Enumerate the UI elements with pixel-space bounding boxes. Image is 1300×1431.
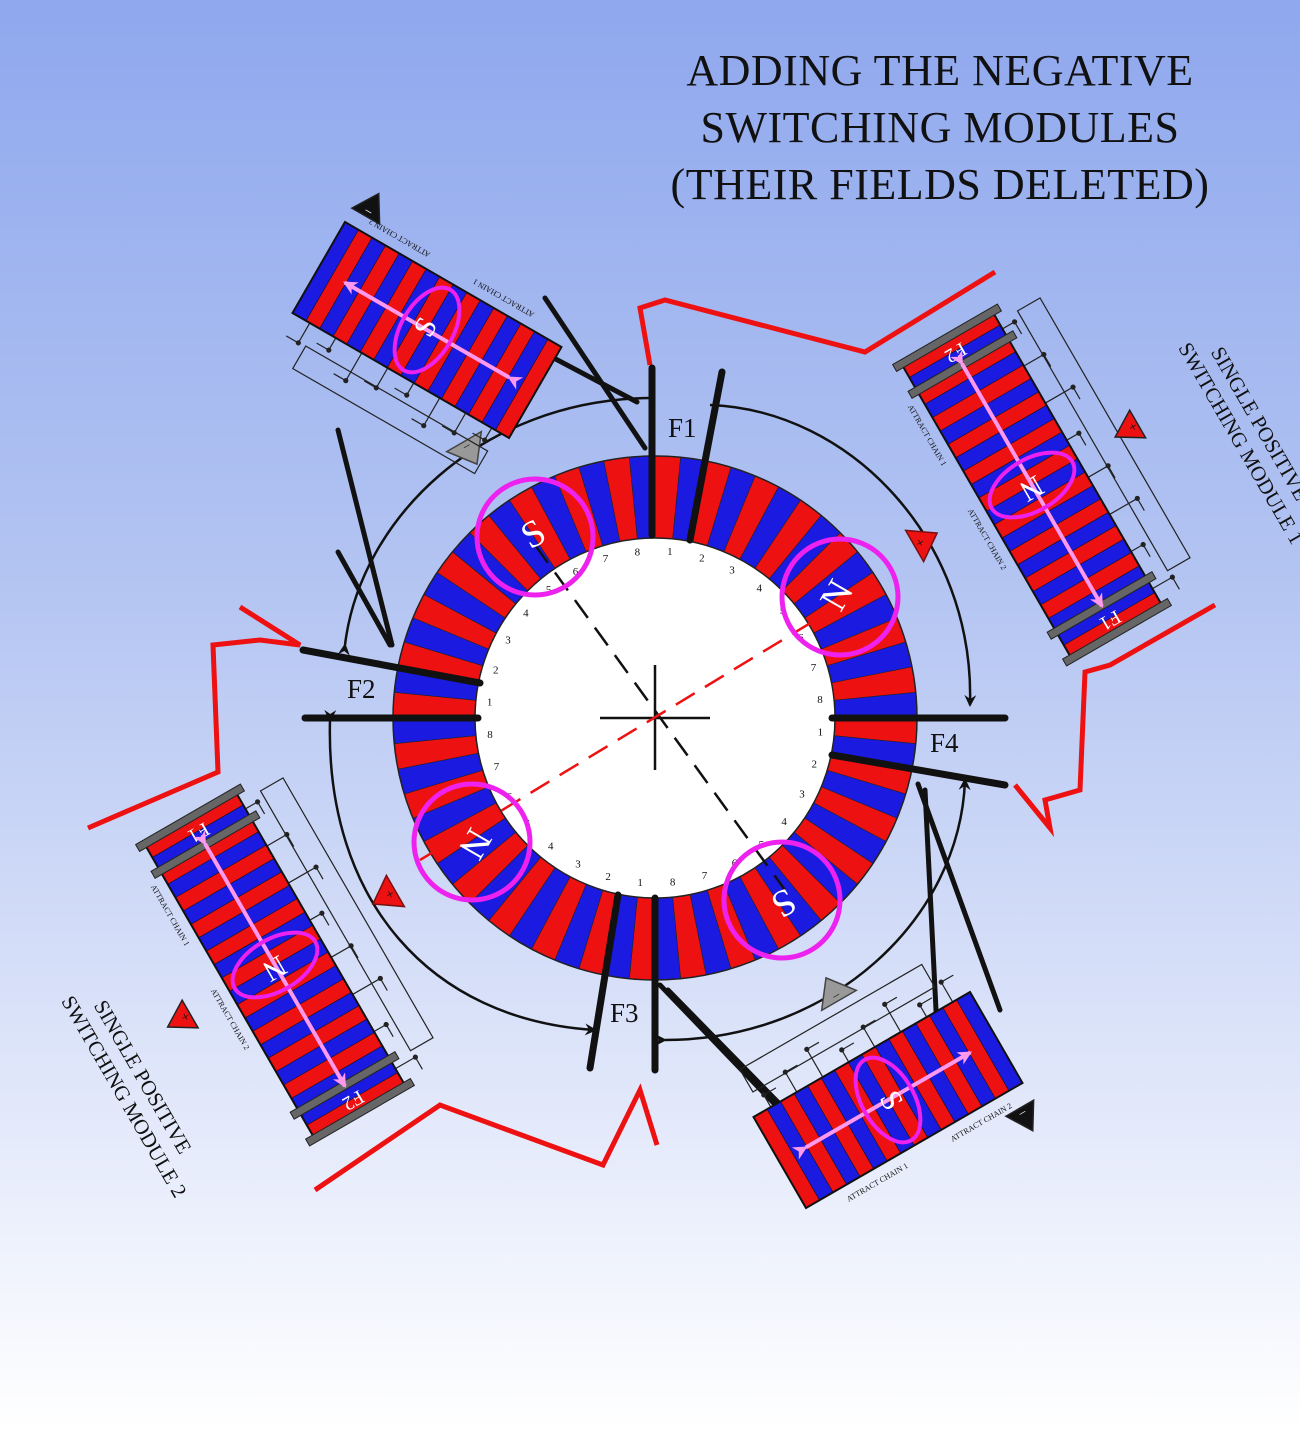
ring-segment-number: 2 <box>811 758 817 770</box>
ring-segment-number: 1 <box>667 546 673 558</box>
title-line-2: SWITCHING MODULES <box>700 103 1180 152</box>
title-line-3: (THEIR FIELDS DELETED) <box>670 160 1210 209</box>
label-f3: F3 <box>610 998 639 1028</box>
module-polarity-marker: + <box>1113 408 1147 439</box>
flux-arrow-top-right <box>709 403 977 707</box>
diode-top-grey: − <box>444 430 483 466</box>
module-flux-arrow <box>949 349 1104 608</box>
ring-segment-number: 7 <box>603 553 609 565</box>
center-crosshair <box>419 544 841 891</box>
dashed-axis-red <box>419 603 841 862</box>
ring-segment-number: 5 <box>546 584 552 596</box>
ring-segment-number: 6 <box>573 566 579 578</box>
module-flux-arrow <box>342 280 524 390</box>
label-f4: F4 <box>930 728 959 758</box>
ring-segment-number: 4 <box>548 841 554 853</box>
module-flux-arrow <box>192 829 347 1088</box>
ring-segment-number: 1 <box>637 877 643 889</box>
rod-f1-b <box>686 368 726 544</box>
flux-arrow-top-left <box>337 396 651 656</box>
module-polarity-marker: − <box>350 192 381 226</box>
wire-top <box>637 269 997 366</box>
label-f1: F1 <box>668 413 697 443</box>
wire-left <box>87 604 302 831</box>
diode-right-red: + <box>904 529 939 564</box>
ring-segment-number: 2 <box>605 871 611 883</box>
wire-bottom <box>313 1083 660 1193</box>
flux-arrow-bottom-left <box>324 709 597 1036</box>
module-polarity-marker: − <box>1004 1098 1035 1132</box>
ring-segment-number: 7 <box>811 662 817 674</box>
ring-segment-number: 1 <box>487 697 493 709</box>
ring-segment-number: 3 <box>505 634 511 646</box>
diode-bottom-grey: − <box>820 976 859 1012</box>
ring-segment-number: 4 <box>781 816 787 828</box>
ring-segment-number: 2 <box>493 665 499 677</box>
ring-segment-number: 8 <box>670 877 676 889</box>
module-flux-arrow <box>791 1050 973 1160</box>
wire-right <box>1013 602 1217 838</box>
rod-f4-b <box>828 751 1009 789</box>
ring-segment-number: 8 <box>817 694 823 706</box>
ring-segment-number: 8 <box>487 729 493 741</box>
module-polarity-marker: + <box>166 998 200 1029</box>
field-labels: F1 F2 F4 F3 <box>347 413 959 1028</box>
title-line-1: ADDING THE NEGATIVE <box>686 46 1194 95</box>
diagram-title: ADDING THE NEGATIVE SWITCHING MODULES (T… <box>600 42 1280 213</box>
flux-arrow-bottom-right <box>654 778 971 1047</box>
ring-segment-number: 3 <box>799 789 805 801</box>
ring-segment-number: 4 <box>757 582 763 594</box>
ring-segment-number: 3 <box>575 859 581 871</box>
flux-loop-arrows <box>324 396 977 1047</box>
rod-f2-a <box>299 646 484 687</box>
dashed-axis-black <box>533 544 787 891</box>
ring-diodes: − − + + <box>371 430 939 1012</box>
ring-segment-number: 4 <box>523 607 529 619</box>
red-wire-paths <box>87 269 1217 1193</box>
ring-segment-number: 1 <box>818 726 824 738</box>
ring-segment-number: 3 <box>729 564 735 576</box>
field-rods <box>299 364 1009 1074</box>
rod-f3-b <box>586 891 622 1072</box>
ring-segment-number: 8 <box>635 546 641 558</box>
ring-segment-number: 7 <box>702 870 708 882</box>
diode-left-red: + <box>371 873 406 908</box>
ring-segment-number: 7 <box>494 761 500 773</box>
ring-segment-number: 2 <box>699 552 705 564</box>
label-f2: F2 <box>347 674 376 704</box>
